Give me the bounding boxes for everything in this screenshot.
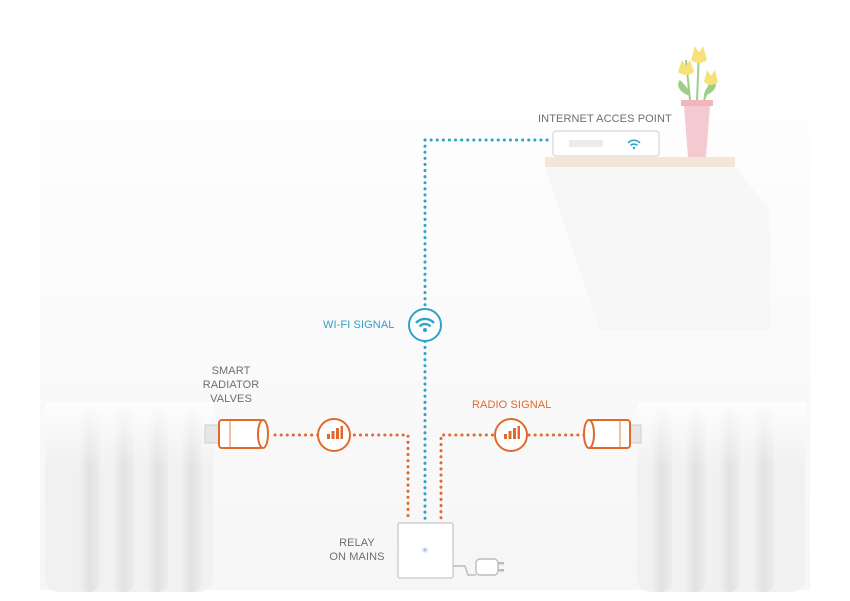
- smart-valves-line-2: RADIATOR: [202, 379, 260, 391]
- relay-device: [397, 522, 476, 579]
- wifi-signal-icon: [408, 308, 442, 342]
- wifi-signal-label: WI-FI SIGNAL: [323, 319, 395, 331]
- radiator-left: [45, 402, 220, 592]
- radio-signal-label: RADIO SIGNAL: [472, 399, 552, 411]
- radio-signal-icon-left: [317, 418, 351, 452]
- plug-icon: [475, 558, 504, 576]
- smart-valves-line-3: VALVES: [210, 393, 252, 405]
- access-point-wifi-icon: [627, 139, 641, 150]
- relay-line-1: RELAY: [339, 537, 375, 549]
- smart-valve-right: [583, 419, 631, 449]
- radio-line-right: [439, 433, 586, 522]
- shelf: [545, 157, 735, 167]
- smart-valve-left: [218, 419, 269, 449]
- relay-label: RELAY ON MAINS: [322, 536, 392, 564]
- relay-line-2: ON MAINS: [329, 551, 385, 563]
- radio-signal-icon-right: [494, 418, 528, 452]
- flower-pot: [678, 46, 718, 157]
- access-point-device: [552, 130, 660, 157]
- radiator-right: [628, 402, 805, 592]
- access-point-label: INTERNET ACCES POINT: [538, 113, 672, 125]
- smart-valves-label: SMART RADIATOR VALVES: [196, 364, 266, 406]
- radio-line-left: [273, 433, 410, 522]
- smart-valves-line-1: SMART: [211, 365, 251, 377]
- shelf-shadow: [545, 167, 770, 330]
